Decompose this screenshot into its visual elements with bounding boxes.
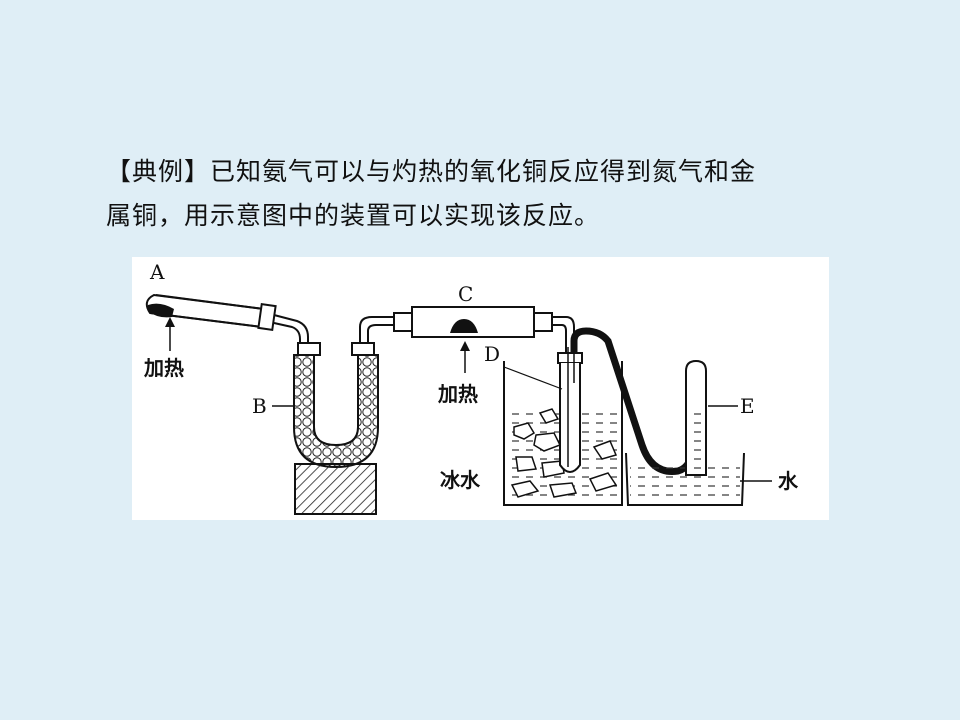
problem-line-2: 属铜，用示意图中的装置可以实现该反应。 bbox=[106, 201, 601, 230]
ice-water-beaker bbox=[503, 347, 623, 506]
pointer-d bbox=[503, 366, 563, 390]
label-e: E bbox=[740, 394, 755, 418]
water-trough bbox=[625, 359, 745, 506]
label-ice-water: 冰水 bbox=[440, 468, 481, 492]
label-c: C bbox=[458, 282, 473, 306]
reaction-tube-c bbox=[393, 306, 575, 353]
u-tube-b bbox=[293, 316, 394, 469]
label-b: B bbox=[252, 394, 267, 418]
support-block bbox=[294, 463, 377, 515]
problem-statement: 【典例】已知氨气可以与灼热的氧化铜反应得到氮气和金 属铜，用示意图中的装置可以实… bbox=[106, 150, 866, 238]
label-heat-c: 加热 bbox=[437, 382, 478, 406]
apparatus-diagram: A 加热 B C 加热 bbox=[132, 257, 829, 520]
label-water: 水 bbox=[778, 469, 799, 493]
heat-arrow-a-head bbox=[165, 317, 175, 327]
test-tube-a bbox=[145, 293, 309, 349]
heat-arrow-c-head bbox=[460, 341, 470, 351]
problem-line-1: 【典例】已知氨气可以与灼热的氧化铜反应得到氮气和金 bbox=[106, 157, 757, 186]
label-a: A bbox=[149, 260, 165, 284]
label-heat-a: 加热 bbox=[143, 356, 184, 380]
label-d: D bbox=[484, 342, 500, 366]
